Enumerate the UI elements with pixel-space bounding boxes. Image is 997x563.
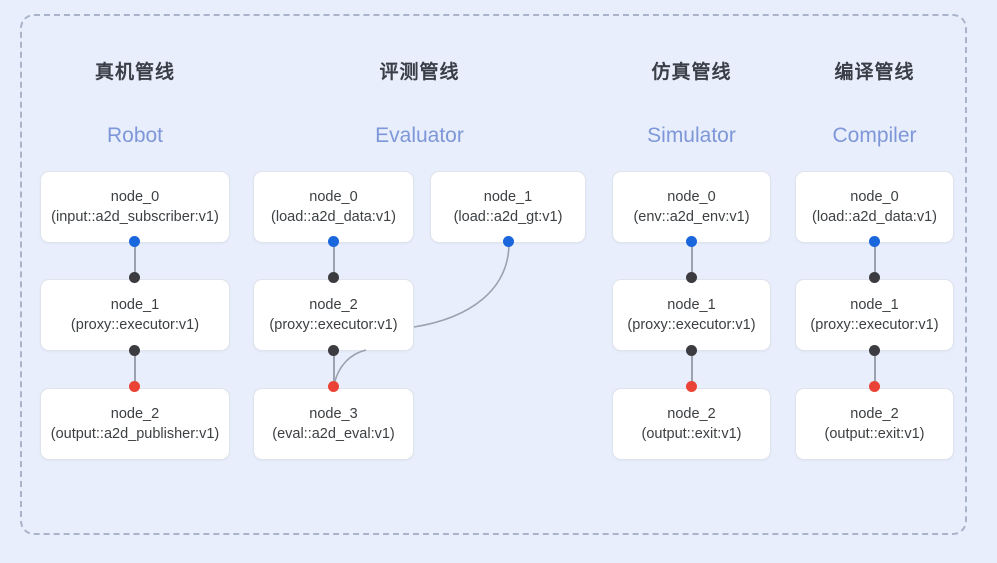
port-black-evaluator-2-out[interactable]: [328, 345, 339, 356]
node-type: (env::a2d_env:v1): [633, 208, 750, 225]
node-type: (load::a2d_data:v1): [812, 208, 937, 225]
column-title-cn-simulator: 仿真管线: [651, 62, 732, 83]
node-type: (load::a2d_gt:v1): [453, 208, 563, 225]
node-type: (proxy::executor:v1): [627, 316, 756, 333]
port-black-robot-1-in[interactable]: [129, 272, 140, 283]
edge-simulator-1-to-2: [691, 350, 693, 390]
node-compiler-1[interactable]: node_1 (proxy::executor:v1): [795, 279, 954, 351]
port-red-robot-2-in[interactable]: [129, 381, 140, 392]
column-subtitle-compiler: Compiler: [795, 124, 954, 148]
port-blue-compiler-0-out[interactable]: [869, 236, 880, 247]
node-type: (input::a2d_subscriber:v1): [51, 208, 219, 225]
node-evaluator-3[interactable]: node_3 (eval::a2d_eval:v1): [253, 388, 414, 460]
column-subtitle-simulator: Simulator: [612, 124, 771, 148]
node-type: (output::a2d_publisher:v1): [50, 425, 220, 442]
column-title-en-robot: Robot: [106, 124, 164, 147]
node-type: (eval::a2d_eval:v1): [272, 425, 395, 442]
port-black-compiler-1-in[interactable]: [869, 272, 880, 283]
edge-simulator-0-to-1: [691, 241, 693, 283]
port-blue-robot-0-out[interactable]: [129, 236, 140, 247]
column-subtitle-robot: Robot: [40, 124, 230, 148]
node-type: (output::exit:v1): [641, 425, 742, 442]
node-name: node_2: [110, 405, 160, 422]
column-title-cn-robot: 真机管线: [94, 62, 175, 83]
column-subtitle-evaluator: Evaluator: [253, 124, 586, 148]
column-title-en-simulator: Simulator: [647, 124, 736, 147]
node-name: node_2: [667, 405, 716, 422]
node-name: node_1: [483, 188, 533, 205]
column-header-robot: 真机管线: [40, 62, 230, 84]
edge-gt-to-executor: [413, 242, 510, 328]
node-type: (output::exit:v1): [824, 425, 925, 442]
port-black-simulator-1-in[interactable]: [686, 272, 697, 283]
port-black-compiler-1-out[interactable]: [869, 345, 880, 356]
node-robot-1[interactable]: node_1 (proxy::executor:v1): [40, 279, 230, 351]
node-name: node_0: [667, 188, 716, 205]
port-red-compiler-2-in[interactable]: [869, 381, 880, 392]
node-evaluator-2[interactable]: node_2 (proxy::executor:v1): [253, 279, 414, 351]
port-black-simulator-1-out[interactable]: [686, 345, 697, 356]
node-compiler-0[interactable]: node_0 (load::a2d_data:v1): [795, 171, 954, 243]
node-simulator-0[interactable]: node_0 (env::a2d_env:v1): [612, 171, 771, 243]
column-title-cn-compiler: 编译管线: [834, 62, 915, 83]
port-black-robot-1-out[interactable]: [129, 345, 140, 356]
port-red-simulator-2-in[interactable]: [686, 381, 697, 392]
column-header-simulator: 仿真管线: [612, 62, 771, 84]
node-name: node_2: [850, 405, 899, 422]
port-red-evaluator-3-in[interactable]: [328, 381, 339, 392]
edge-compiler-1-to-2: [874, 350, 876, 390]
edge-evaluator-0-to-2: [333, 241, 335, 283]
node-type: (proxy::executor:v1): [269, 316, 398, 333]
column-header-evaluator: 评测管线: [253, 62, 586, 84]
column-header-compiler: 编译管线: [795, 62, 954, 84]
edge-robot-0-to-1: [134, 241, 136, 283]
node-name: node_2: [309, 296, 358, 313]
column-title-en-compiler: Compiler: [832, 124, 917, 147]
node-name: node_0: [110, 188, 160, 205]
node-evaluator-0[interactable]: node_0 (load::a2d_data:v1): [253, 171, 414, 243]
node-name: node_1: [110, 296, 160, 313]
node-name: node_1: [667, 296, 716, 313]
node-robot-0[interactable]: node_0 (input::a2d_subscriber:v1): [40, 171, 230, 243]
node-simulator-2[interactable]: node_2 (output::exit:v1): [612, 388, 771, 460]
node-compiler-2[interactable]: node_2 (output::exit:v1): [795, 388, 954, 460]
edge-executor-to-eval: [333, 349, 367, 386]
node-name: node_3: [309, 405, 358, 422]
node-type: (proxy::executor:v1): [70, 316, 200, 333]
node-name: node_0: [309, 188, 358, 205]
node-name: node_1: [850, 296, 899, 313]
edge-compiler-0-to-1: [874, 241, 876, 283]
node-simulator-1[interactable]: node_1 (proxy::executor:v1): [612, 279, 771, 351]
column-title-cn-evaluator: 评测管线: [379, 62, 460, 83]
column-title-en-evaluator: Evaluator: [375, 124, 464, 147]
edge-robot-1-to-2: [134, 350, 136, 390]
node-type: (proxy::executor:v1): [810, 316, 939, 333]
node-name: node_0: [850, 188, 899, 205]
node-type: (load::a2d_data:v1): [271, 208, 396, 225]
port-blue-evaluator-0-out[interactable]: [328, 236, 339, 247]
port-blue-evaluator-1-out[interactable]: [503, 236, 514, 247]
node-evaluator-1[interactable]: node_1 (load::a2d_gt:v1): [430, 171, 586, 243]
port-black-evaluator-2-in[interactable]: [328, 272, 339, 283]
port-blue-simulator-0-out[interactable]: [686, 236, 697, 247]
node-robot-2[interactable]: node_2 (output::a2d_publisher:v1): [40, 388, 230, 460]
